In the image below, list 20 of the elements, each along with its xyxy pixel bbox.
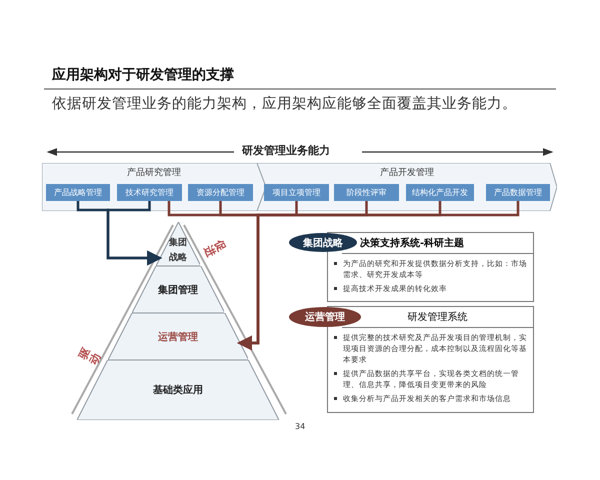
process-box: 阶段性评审 [334, 184, 399, 201]
connector-arrow [106, 201, 162, 266]
process-box: 产品数据管理 [486, 184, 550, 201]
process-box: 产品战略管理 [46, 184, 110, 201]
pyramid-layer: 运营管理 [108, 313, 248, 360]
pyramid-layer: 集团战略 [156, 222, 200, 266]
process-box: 资源分配管理 [188, 184, 253, 201]
band-heading: 产品研究管理 [126, 166, 182, 179]
band-shape [257, 163, 557, 211]
subtitle-text: 依据研发管理业务的能力架构，应用架构应能够全面覆盖其业务能力。 [52, 94, 517, 113]
band-heading: 产品开发管理 [379, 166, 435, 179]
page-number: 34 [295, 422, 306, 431]
page-title: 应用架构对于研发管理的支撑 [52, 66, 234, 84]
side-label: 促进 [201, 238, 229, 262]
band-shape [42, 163, 266, 211]
process-box: 技术研究管理 [117, 184, 182, 201]
oval-badge: 集团战略 [289, 233, 357, 252]
process-box: 项目立项管理 [264, 184, 329, 201]
connector-arrow [237, 201, 520, 350]
process-box: 结构化产品开发 [406, 184, 474, 201]
